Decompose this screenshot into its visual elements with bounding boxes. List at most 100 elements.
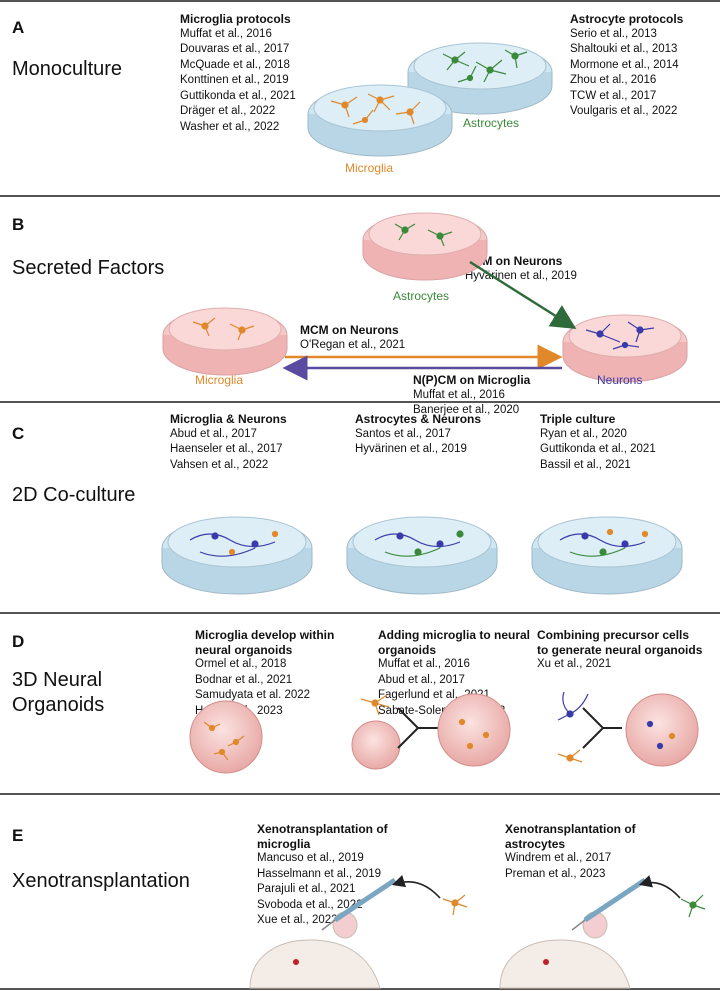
col-heading: Astrocytes & Neurons [355, 412, 482, 426]
neuron-cells [585, 321, 655, 350]
ref-item: Muffat et al., 2016 [180, 27, 272, 40]
panel-b-letter: B [12, 215, 25, 234]
panel-c-letter: C [12, 424, 25, 443]
ref-item: TCW et al., 2017 [570, 89, 657, 102]
ref-item: Haenseler et al., 2017 [170, 443, 283, 455]
ref-item: Vahsen et al., 2022 [170, 458, 269, 471]
ref-item: Bassil et al., 2021 [540, 458, 631, 471]
col-heading-line2: astrocytes [505, 836, 566, 851]
ref-item: Parajuli et al., 2021 [257, 883, 356, 895]
microglia-cells [330, 93, 421, 125]
ref-item: Ryan et al., 2020 [540, 427, 627, 440]
microglia-dish-label: Microglia [345, 161, 393, 175]
col-heading-line1: Microglia develop within [195, 628, 335, 642]
ref-item: Muffat et al., 2016 [413, 388, 505, 401]
mouse-microglia-transplant [249, 874, 468, 989]
astrocyte-dish-label: Astrocytes [463, 116, 519, 130]
microglia-cells [192, 317, 255, 341]
develop-within-col: Microglia develop within neural organoid… [195, 628, 334, 719]
ref-item: Ormel et al., 2018 [195, 658, 287, 670]
col-heading-line2: organoids [378, 642, 437, 657]
ref-item: Washer et al., 2022 [180, 120, 280, 133]
panel-e-letter: E [12, 826, 24, 845]
panel-e-title: Xenotransplantation [12, 870, 190, 892]
organoid-with-microglia [189, 700, 263, 774]
ref-item: Preman et al., 2023 [505, 867, 606, 880]
xeno-microglia-col: Xenotransplantation of microglia Mancuso… [257, 822, 388, 929]
col-heading: Microglia & Neurons [170, 412, 287, 426]
astrocyte-cells [442, 49, 528, 83]
col-heading-line2: to generate neural organoids [537, 642, 703, 657]
npcm-text: N(P)CM on Microglia Muffat et al., 2016 … [413, 373, 530, 419]
divider-b-c [0, 401, 720, 403]
ref-item: Mancuso et al., 2019 [257, 852, 364, 864]
mcm-heading: MCM on Neurons [300, 323, 399, 337]
xeno-astrocytes-col: Xenotransplantation of astrocytes Windre… [505, 822, 636, 882]
panel-d-title-line2: Organoids [12, 694, 105, 716]
panel-a-letter: A [12, 18, 25, 37]
astrocytes-label: Astrocytes [393, 289, 449, 303]
coculture-dish-astrocytes-neurons [346, 516, 498, 595]
divider-bottom [0, 988, 720, 990]
ref-item: Hyvärinen et al., 2019 [355, 443, 467, 455]
ref-item: Dräger et al., 2022 [180, 105, 276, 117]
ref-item: Guttikonda et al., 2021 [540, 443, 656, 455]
ref-item: Hasselmann et al., 2019 [257, 867, 382, 880]
microglia-cell-icon [360, 694, 390, 716]
divider-top [0, 0, 720, 2]
microglia-dish [307, 84, 453, 157]
ref-item: Santos et al., 2017 [355, 427, 451, 440]
acm-text: ACM on Neurons Hyvärinen et al., 2019 [465, 254, 577, 284]
microglia-label: Microglia [195, 373, 243, 387]
panel-b-title: Secreted Factors [12, 257, 165, 279]
astrocyte-cells [394, 223, 453, 247]
organoid-with-added-microglia [437, 693, 511, 767]
astrocyte-protocols-heading: Astrocyte protocols [570, 12, 684, 26]
coculture-dish-triple [531, 516, 683, 595]
astrocyte-protocols: Astrocyte protocols Serio et al., 2013 S… [570, 12, 683, 120]
ref-item: Douvaras et al., 2017 [180, 43, 290, 55]
ref-item: Muffat et al., 2016 [378, 658, 470, 670]
panel-c-title: 2D Co-culture [12, 484, 136, 506]
panel-d-letter: D [12, 632, 25, 651]
ref-item: Shaltouki et al., 2013 [570, 43, 678, 55]
npcm-heading: N(P)CM on Microglia [413, 373, 531, 387]
panel-d-title: 3D Neural Organoids [12, 668, 104, 718]
ref-item: McQuade et al., 2018 [180, 58, 290, 71]
ref-item: Abud et al., 2017 [170, 427, 257, 440]
col-heading-line1: Xenotransplantation of [505, 822, 636, 836]
plain-organoid [351, 720, 401, 770]
col-heading: Triple culture [540, 412, 616, 426]
ref-item: Xu et al., 2021 [537, 658, 612, 670]
neurons-label: Neurons [597, 373, 642, 387]
combine-chevron [582, 707, 622, 749]
ref-item: Svoboda et al., 2022 [257, 898, 363, 911]
neuron-precursor-icon [557, 691, 589, 721]
col-heading-line1: Combining precursor cells [537, 628, 690, 642]
mouse-astrocyte-transplant [499, 875, 706, 989]
col-heading-line1: Adding microglia to neural [378, 628, 531, 642]
ref-item: Serio et al., 2013 [570, 27, 657, 40]
col-heading-line1: Xenotransplantation of [257, 822, 388, 836]
neurons-pink-dish [562, 314, 688, 383]
ref-item: Mormone et al., 2014 [570, 58, 679, 71]
triple-culture-col: Triple culture Ryan et al., 2020 Guttiko… [540, 412, 656, 473]
divider-c-d [0, 612, 720, 614]
mcm-text: MCM on Neurons O'Regan et al., 2021 [300, 323, 405, 353]
astrocytes-pink-dish [362, 212, 488, 281]
acm-heading: ACM on Neurons [465, 254, 563, 268]
col-heading-line2: neural organoids [195, 642, 293, 657]
astrocytes-neurons-col: Astrocytes & Neurons Santos et al., 2017… [355, 412, 481, 458]
panel-a-title: Monoculture [12, 58, 123, 80]
coculture-dish-microglia-neurons [161, 516, 313, 595]
acm-arrow [469, 260, 577, 329]
combine-chevron [397, 707, 438, 749]
coculture-cells [189, 528, 649, 557]
ref-item: Samudyata et al. 2022 [195, 689, 311, 701]
microglia-protocols: Microglia protocols Muffat et al., 2016 … [180, 12, 296, 135]
microglia-precursor-icon [557, 749, 583, 763]
panel-d-title-line1: 3D Neural [12, 669, 103, 691]
divider-a-b [0, 195, 720, 197]
ref-item: O'Regan et al., 2021 [300, 338, 406, 351]
microglia-neurons-col: Microglia & Neurons Abud et al., 2017 Ha… [170, 412, 287, 473]
